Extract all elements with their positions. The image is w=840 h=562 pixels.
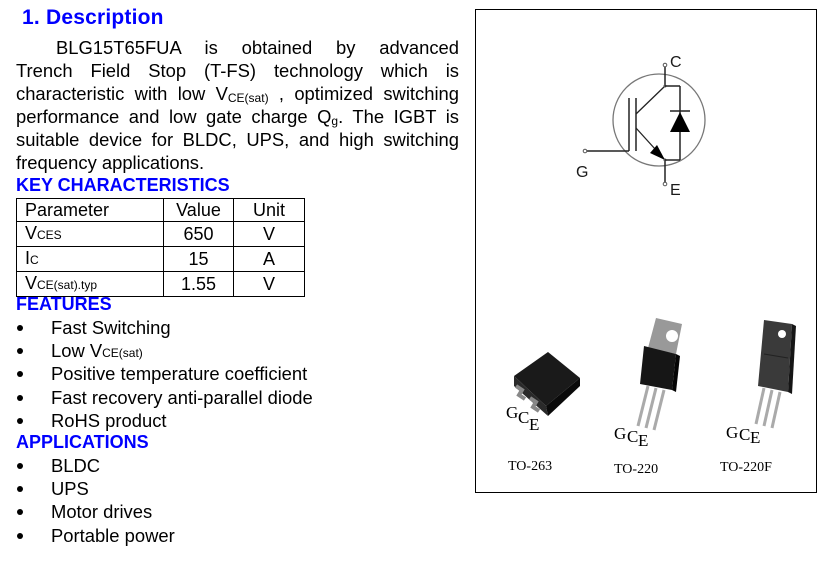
- to220f-package-icon: [754, 320, 796, 429]
- bullet-icon: [17, 532, 23, 539]
- bullet-icon: [17, 463, 23, 469]
- list-item: Positive temperature coefficient: [16, 362, 313, 385]
- column-header-value: Value: [163, 198, 234, 222]
- bullet-icon: [17, 348, 23, 355]
- feature-text: Positive temperature coefficient: [51, 363, 308, 385]
- param-sub: C: [30, 253, 39, 267]
- column-header-unit: Unit: [233, 198, 305, 222]
- bullet-icon: [17, 325, 23, 331]
- to220f-pin-g: G: [726, 423, 739, 442]
- to220-pin-g: G: [614, 424, 627, 443]
- to263-package-icon: [514, 352, 580, 416]
- to220-pin-c: C: [627, 427, 639, 446]
- list-item: RoHS product: [16, 409, 313, 432]
- bullet-icon: [17, 394, 23, 401]
- feature-text: RoHS product: [51, 409, 167, 431]
- desc-line-4-post: . The IGBT is: [338, 106, 459, 127]
- vcesat-subscript: CE(sat): [227, 91, 269, 105]
- list-item: Fast recovery anti-parallel diode: [16, 386, 313, 409]
- desc-line-3-pre: characteristic with low V: [16, 83, 228, 104]
- list-item: Fast Switching: [16, 316, 313, 339]
- table-row: IC 15 A: [16, 246, 305, 272]
- key-characteristics-heading: KEY CHARACTERISTICS: [16, 175, 230, 195]
- param-main: V: [25, 223, 38, 243]
- features-heading: FEATURES: [16, 294, 112, 314]
- value-cell: 15: [163, 246, 234, 272]
- value-cell: 1.55: [163, 271, 234, 297]
- table-row: VCES 650 V: [16, 221, 305, 247]
- part-number: BLG15T65FUA: [56, 37, 181, 58]
- desc-line-3: characteristic with low VCE(sat) , optim…: [16, 82, 459, 105]
- symbol-circle: [612, 73, 706, 167]
- key-characteristics-table: Parameter Value Unit VCES 650 V IC 15 A …: [16, 198, 305, 297]
- param-main: V: [25, 273, 38, 293]
- desc-line-4-pre: performance and low gate charge Q: [16, 106, 332, 127]
- desc-line-5: suitable device for BLDC, UPS, and high …: [16, 129, 459, 150]
- param-sub: CE(sat).typ: [37, 278, 98, 292]
- to263-pin-e: E: [529, 415, 540, 434]
- applications-heading: APPLICATIONS: [16, 432, 149, 452]
- applications-list: BLDC UPS Motor drives Portable power: [16, 454, 175, 547]
- to220-pin-e: E: [638, 431, 649, 450]
- desc-line-3-post: , optimized switching: [268, 83, 459, 104]
- param-cell: VCE(sat).typ: [16, 271, 164, 297]
- desc-line-1: is obtained by advanced: [180, 37, 459, 58]
- application-text: Portable power: [51, 524, 175, 546]
- unit-cell: V: [233, 271, 305, 297]
- desc-line-4: performance and low gate charge Qg. The …: [16, 105, 459, 128]
- to263-pin-c: C: [518, 408, 530, 427]
- list-item: Low VCE(sat): [16, 339, 313, 362]
- to220f-pin-e: E: [750, 428, 761, 447]
- package-label-to220: TO-220: [614, 462, 659, 477]
- application-text: Motor drives: [51, 501, 153, 523]
- qg-subscript: g: [331, 114, 339, 128]
- figure-box: C G E G C E G C E G C E TO-263 TO-220 TO…: [475, 9, 817, 493]
- list-item: Portable power: [16, 524, 175, 547]
- desc-line-2: Trench Field Stop (T-FS) technology whic…: [16, 60, 459, 81]
- value-cell: 650: [163, 221, 234, 247]
- to263-pin-g: G: [506, 403, 519, 422]
- feature-subscript: CE(sat): [102, 346, 143, 361]
- unit-cell: V: [233, 221, 305, 247]
- param-cell: IC: [16, 246, 164, 272]
- bullet-icon: [17, 486, 23, 493]
- list-item: BLDC: [16, 454, 175, 477]
- to220f-pin-c: C: [739, 425, 751, 444]
- application-text: UPS: [51, 478, 89, 500]
- package-label-to220f: TO-220F: [720, 460, 772, 475]
- application-text: BLDC: [51, 455, 101, 476]
- desc-line-6: frequency applications.: [16, 152, 205, 173]
- igbt-symbol-icon: [582, 62, 706, 187]
- features-list: Fast Switching Low VCE(sat) Positive tem…: [16, 316, 313, 432]
- description-paragraph: BLG15T65FUA is obtained by advanced Tren…: [16, 36, 459, 174]
- table-row: VCE(sat).typ 1.55 V: [16, 271, 305, 297]
- to220-package-icon: [636, 318, 682, 431]
- bullet-icon: [17, 509, 23, 516]
- feature-text: Fast Switching: [51, 317, 171, 338]
- table-header-row: Parameter Value Unit: [16, 198, 305, 222]
- emitter-label: E: [670, 182, 681, 199]
- param-sub: CES: [37, 228, 62, 242]
- bullet-icon: [17, 371, 23, 378]
- feature-text: Fast recovery anti-parallel diode: [51, 386, 313, 408]
- param-cell: VCES: [16, 221, 164, 247]
- diode-triangle: [670, 112, 690, 132]
- param-main: I: [25, 248, 31, 268]
- bullet-icon: [17, 417, 23, 424]
- package-label-to263: TO-263: [508, 459, 553, 474]
- feature-text: Low V: [51, 340, 103, 362]
- list-item: UPS: [16, 477, 175, 500]
- unit-cell: A: [233, 246, 305, 272]
- gate-label: G: [576, 164, 589, 181]
- column-header-parameter: Parameter: [16, 198, 164, 222]
- section-title: 1. Description: [22, 6, 164, 29]
- list-item: Motor drives: [16, 500, 175, 523]
- collector-label: C: [670, 54, 682, 71]
